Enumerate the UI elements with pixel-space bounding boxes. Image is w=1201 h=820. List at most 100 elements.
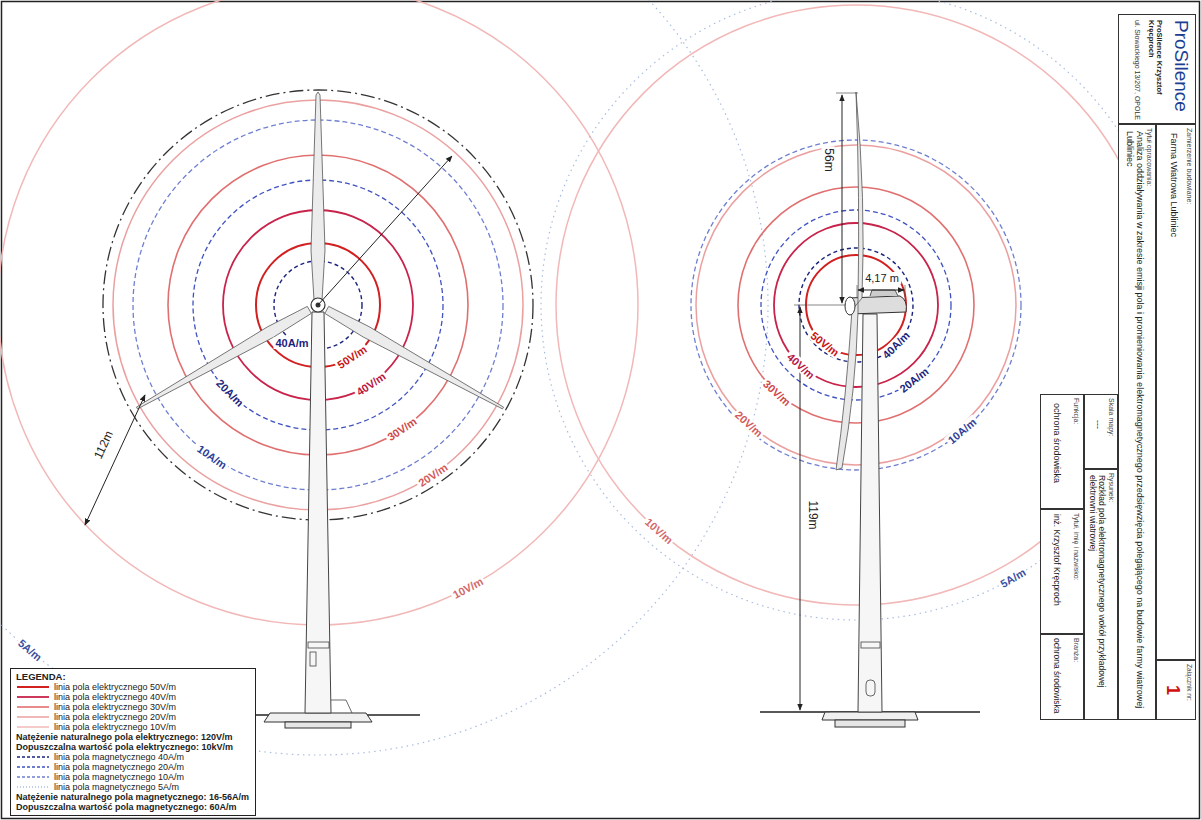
field-value: ochrona środowiska: [1051, 403, 1061, 483]
legend-sample: [16, 694, 50, 700]
field-label: 30V/m: [759, 376, 794, 409]
annex-number: 1: [1162, 685, 1182, 695]
dimension-line: [85, 395, 145, 525]
tower-door: [866, 680, 875, 696]
legend-sample: [16, 774, 50, 780]
legend-sample: [16, 704, 50, 710]
foundation: [264, 713, 372, 722]
extension-line: [794, 305, 846, 306]
tower-section: [308, 642, 329, 648]
field-value: inż. Krzysztof Kręcproch: [1052, 514, 1061, 606]
legend-row: Natężenie naturalnego pola elektrycznego…: [16, 732, 249, 742]
legend-sample-line: [17, 716, 49, 718]
dimension-label: 119m: [805, 498, 818, 531]
extension-line: [905, 285, 906, 297]
legend-text: linia pola elektrycznego 50V/m: [54, 682, 176, 692]
legend-row: linia pola elektrycznego 30V/m: [16, 702, 249, 712]
legend-row: LEGENDA:: [16, 672, 249, 682]
nacelle-top: [870, 290, 898, 296]
legend-note: Natężenie naturalnego pola magnetycznego…: [16, 792, 249, 802]
title-cell: Zamierzenie budowlane:Farma Wiatrowa Lub…: [1156, 124, 1196, 660]
legend-row: linia pola elektrycznego 50V/m: [16, 682, 249, 692]
tower-section: [861, 642, 880, 648]
field-caption: Załącznik nr:: [1186, 664, 1193, 701]
tower: [858, 314, 882, 712]
field-label: 40V/m: [783, 349, 818, 382]
foundation: [835, 720, 905, 727]
dimension-label: 112m: [91, 427, 117, 463]
legend-note: Natężenie naturalnego pola elektrycznego…: [16, 732, 233, 742]
legend-row: Dopuszczalna wartość pola magnetycznego:…: [16, 802, 249, 812]
legend-sample-line: [17, 686, 49, 688]
extension-line: [794, 712, 830, 713]
magnetic-line-5: [541, 0, 1171, 620]
legend-text: linia pola magnetycznego 40A/m: [54, 752, 184, 762]
title-cell: ProSilenceProSilence Krzysztof Kręcproch…: [1118, 14, 1196, 124]
magnetic-line-5: [0, 0, 768, 755]
legend-text: linia pola magnetycznego 20A/m: [54, 762, 184, 772]
legend-note: Dopuszczalna wartość pola magnetycznego:…: [16, 802, 237, 812]
field-caption: Skala mapy:: [1107, 398, 1115, 437]
legend-sample: [16, 724, 50, 730]
field-caption: Funkcja:: [1072, 398, 1080, 424]
legend-text: linia pola magnetycznego 5A/m: [54, 782, 179, 792]
dimension-label: 4,17 m: [863, 272, 901, 284]
field-label: 20V/m: [415, 460, 452, 490]
field-label: 10V/m: [641, 514, 676, 547]
legend-sample-line: [17, 786, 49, 787]
legend-heading: LEGENDA:: [16, 672, 66, 682]
legend-text: linia pola elektrycznego 30V/m: [54, 702, 176, 712]
field-label: 50V/m: [807, 328, 843, 360]
dimension-line: [858, 290, 904, 291]
legend-sample-line: [17, 696, 49, 698]
title-cell: Funkcja: ochrona środowiska: [1040, 394, 1084, 509]
legend-sample: [16, 784, 50, 790]
legend-text: linia pola magnetycznego 10A/m: [54, 772, 184, 782]
dimension-label: 56m: [821, 146, 834, 173]
field-label: 40V/m: [353, 369, 390, 399]
field-value: Farma Wiatrowa Lubliniec: [1168, 133, 1178, 237]
legend-sample-line: [17, 726, 49, 728]
legend-row: linia pola magnetycznego 5A/m: [16, 782, 249, 792]
right-field-lines: [541, 0, 1171, 620]
title-cell: Załącznik nr: 1: [1156, 660, 1196, 720]
legend-sample-line: [17, 766, 49, 767]
foundation: [285, 722, 351, 728]
field-label: 5A/m: [14, 635, 45, 664]
field-label: 5A/m: [997, 565, 1030, 591]
title-block: ProSilenceProSilence Krzysztof Kręcproch…: [1040, 14, 1196, 720]
legend-sample: [16, 754, 50, 760]
stairs: [331, 700, 352, 713]
extension-line: [857, 285, 858, 297]
legend-box: LEGENDA:linia pola elektrycznego 50V/mli…: [10, 668, 256, 816]
field-label: 10A/m: [193, 441, 230, 472]
field-label: 40A/m: [273, 337, 310, 349]
legend-row: linia pola elektrycznego 20V/m: [16, 712, 249, 722]
field-value: Analiza oddziaływania w zakresie emisji …: [1124, 131, 1144, 715]
title-block-inner: ProSilenceProSilence Krzysztof Kręcproch…: [1040, 14, 1196, 720]
rotor-hub: [845, 297, 855, 315]
field-label: 10V/m: [449, 574, 487, 602]
legend-row: linia pola magnetycznego 40A/m: [16, 752, 249, 762]
legend-text: linia pola elektrycznego 10V/m: [54, 722, 176, 732]
rotor-blade: [311, 92, 325, 300]
field-label: 30V/m: [384, 414, 421, 444]
title-cell: Tytuł opracowania:Analiza oddziaływania …: [1118, 124, 1156, 720]
field-label: 40A/m: [879, 328, 914, 363]
rotor-blade: [836, 92, 863, 470]
extension-line: [836, 93, 858, 94]
foundation: [822, 712, 918, 720]
title-cell: Skala mapy:---: [1084, 394, 1118, 469]
field-caption: Rysunek:: [1107, 473, 1115, 502]
company-logo: ProSilence: [1170, 20, 1191, 112]
tower-door: [310, 652, 316, 666]
legend-row: Dopuszczalna wartość pola elektrycznego:…: [16, 742, 249, 752]
legend-row: linia pola elektrycznego 40V/m: [16, 692, 249, 702]
legend-sample-line: [17, 756, 49, 757]
tower: [305, 312, 331, 713]
title-cell: Rysunek:Rozkład pola elektromagnetyczneg…: [1084, 469, 1118, 720]
field-caption: Branża:: [1072, 638, 1080, 662]
turbine-side-view: [760, 92, 980, 727]
legend-row: linia pola magnetycznego 20A/m: [16, 762, 249, 772]
legend-text: linia pola elektrycznego 20V/m: [54, 712, 176, 722]
